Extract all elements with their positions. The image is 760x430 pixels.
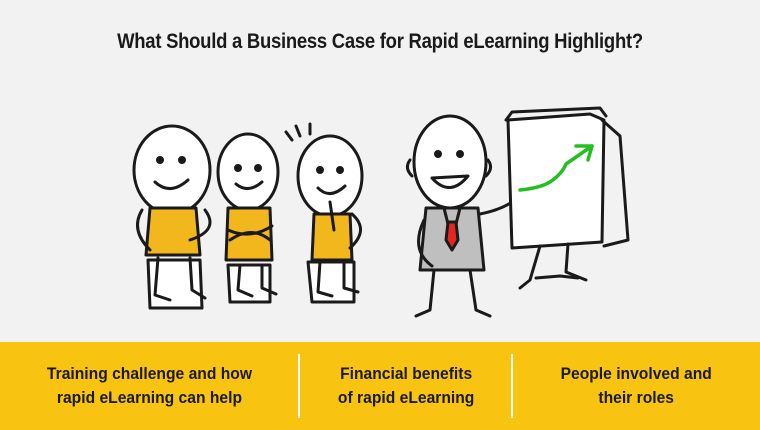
highlight-people-roles: People involved and their roles	[513, 342, 760, 430]
highlight-label: Financial benefits of rapid eLearning	[337, 364, 475, 407]
column-divider	[511, 354, 514, 418]
listener-one-figure	[132, 124, 212, 310]
listener-three-figure	[284, 122, 364, 304]
presenter-figure	[405, 114, 514, 318]
column-divider	[298, 354, 301, 418]
growth-arrow-icon	[518, 144, 594, 192]
listener-two-figure	[216, 132, 280, 304]
highlight-label: Training challenge and how rapid eLearni…	[46, 364, 252, 407]
highlight-financial-benefits: Financial benefits of rapid eLearning	[300, 342, 511, 430]
page-title: What Should a Business Case for Rapid eL…	[117, 30, 643, 53]
presenter-with-growth-chart-icon	[132, 106, 630, 318]
highlights-band: Training challenge and how rapid eLearni…	[0, 342, 760, 430]
highlight-label: People involved and their roles	[561, 364, 713, 407]
highlight-training-challenge: Training challenge and how rapid eLearni…	[0, 342, 298, 430]
flip-chart	[504, 106, 630, 290]
